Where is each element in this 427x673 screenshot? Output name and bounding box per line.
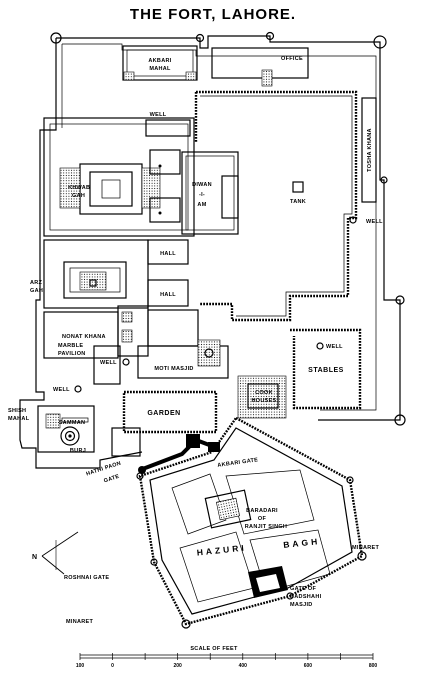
label-minaret-right: MINARET — [352, 545, 379, 551]
map-title: THE FORT, LAHORE. — [130, 6, 296, 23]
moti-masjid-block — [137, 339, 229, 379]
label-shish-mahal-2: MAHAL — [8, 416, 30, 422]
scale-caption: SCALE OF FEET — [190, 646, 238, 652]
label-diwan-3: AM — [197, 202, 206, 208]
label-minaret-left: MINARET — [66, 619, 93, 625]
label-hathi-paon-2: GATE — [103, 474, 120, 485]
label-khwab-gah-2: GAH — [72, 193, 85, 199]
label-well-e: WELL — [53, 387, 70, 393]
label-hall-2: HALL — [160, 292, 176, 298]
scale-tick-label: 400 — [239, 663, 248, 669]
label-marble: MARBLE — [58, 343, 83, 349]
bastion-n1 — [195, 33, 205, 43]
label-baradari-2: OF — [258, 516, 267, 522]
tank — [292, 181, 304, 193]
akbari-mahal-block — [122, 45, 198, 81]
label-well-c: WELL — [326, 344, 343, 350]
bastion-n2 — [265, 31, 275, 41]
label-hall-1: HALL — [160, 251, 176, 257]
label-moti-masjid: MOTI MASJID — [154, 366, 193, 372]
label-hazuri: HAZURI — [196, 542, 247, 557]
label-diwan: DIWAN — [192, 182, 212, 188]
label-arz-gah: ARZ — [30, 280, 43, 286]
garden-block — [111, 390, 218, 457]
label-garden: GARDEN — [147, 410, 180, 417]
label-diwan-2: -I- — [199, 192, 205, 198]
scale-tick-label: 200 — [173, 663, 182, 669]
outer-fort-wall — [19, 31, 406, 469]
label-baradari-3: RANJIT SINGH — [245, 524, 287, 530]
label-khwab-gah: KHWAB — [68, 185, 90, 191]
label-arz-gah-2: GAH — [30, 288, 43, 294]
label-samman-burj-2: BURJ — [70, 448, 86, 454]
label-bagh: BAGH — [283, 536, 321, 550]
label-well-d: WELL — [100, 360, 117, 366]
label-akbari-mahal-2: MAHAL — [149, 66, 171, 72]
label-gate-badshahi-2: BADSHAHI — [290, 594, 322, 600]
label-office: OFFICE — [281, 56, 303, 62]
shish-mahal-block — [37, 405, 95, 453]
label-shish-mahal: SHISH — [8, 408, 26, 414]
scale-bar: SCALE OF FEET 100 0 200 400 600 800 — [76, 646, 378, 669]
scale-tick-label: 0 — [111, 663, 114, 669]
west-palace — [43, 117, 195, 237]
label-baradari: BARADARI — [246, 508, 278, 514]
label-well-a: WELL — [150, 112, 167, 118]
bastion-ne — [373, 35, 387, 49]
label-tank: TANK — [290, 199, 306, 205]
hall-blocks — [43, 239, 189, 309]
cook-houses-block — [237, 375, 287, 419]
scale-tick-label: 600 — [304, 663, 313, 669]
diwan-court — [194, 90, 358, 322]
bastion-se — [394, 414, 406, 426]
scale-tick-label: 800 — [369, 663, 378, 669]
label-akbari-gate: AKBARI GATE — [217, 457, 259, 469]
bastion-e2 — [395, 295, 405, 305]
label-marble-2: PAVILION — [58, 351, 86, 357]
label-tosha-khana: TOSHA KHANA — [367, 128, 373, 172]
hathi-paon-wall — [138, 434, 220, 474]
label-akbari-mahal: AKBARI — [148, 58, 171, 64]
north-label: N — [32, 554, 38, 561]
label-cook-houses-2: HOUSES — [251, 398, 276, 404]
label-samman-burj: SAMMAN — [59, 420, 86, 426]
diwan-i-am-hall — [181, 151, 239, 235]
north-arrow: N — [32, 531, 79, 575]
well-markers — [74, 216, 357, 393]
office-block — [211, 47, 309, 79]
label-cook-houses: COOK — [255, 390, 273, 396]
stables-block — [290, 328, 362, 410]
map-labels: AKBARI MAHAL OFFICE TOSHA KHANA WELL WEL… — [8, 56, 383, 625]
label-gate-badshahi: GATE OF — [290, 586, 316, 592]
badshahi-gate — [248, 566, 288, 598]
tosha-khana-block — [361, 97, 377, 203]
label-gate-badshahi-3: MASJID — [290, 602, 313, 608]
label-nonat-khana: NONAT KHANA — [62, 334, 106, 340]
label-well-b: WELL — [366, 219, 383, 225]
hazuri-bagh-enclosure — [136, 416, 367, 629]
bastion-e1 — [380, 176, 388, 184]
bastion-nw — [50, 32, 62, 44]
scale-tick-label: 100 — [76, 663, 85, 669]
label-stables: STABLES — [308, 367, 344, 374]
label-roshnai-gate: ROSHNAI GATE — [64, 575, 109, 581]
